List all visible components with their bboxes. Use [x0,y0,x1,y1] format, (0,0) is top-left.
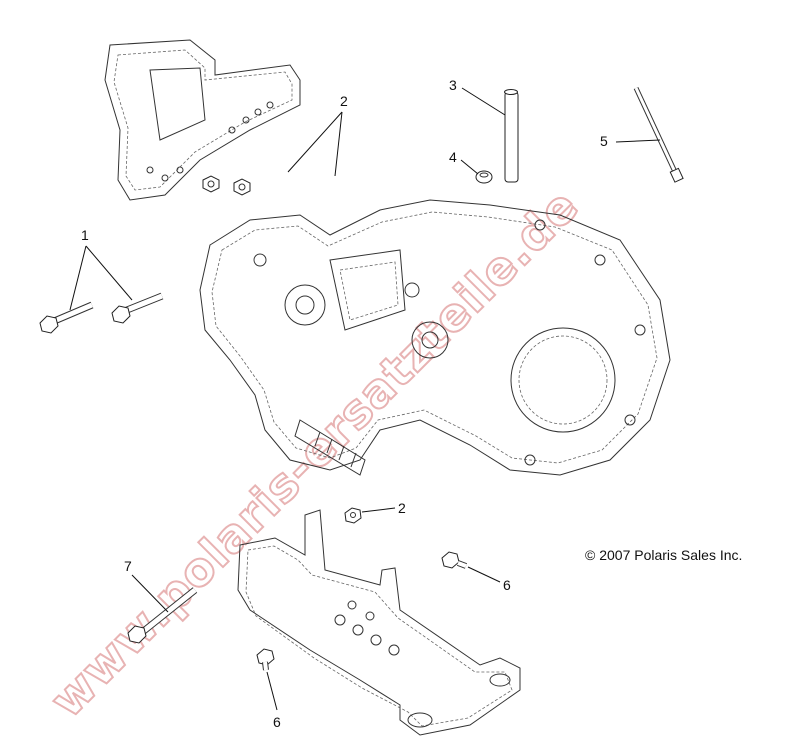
callout-7: 7 [124,558,132,574]
transmission-housing[interactable] [199,199,671,476]
callout-6-bottom: 6 [273,714,281,730]
shaft-3[interactable] [504,89,519,183]
callout-5: 5 [600,133,608,149]
callout-1: 1 [81,227,89,243]
callout-2-top: 2 [340,93,348,109]
nut-2b[interactable] [233,178,251,196]
bolt-6a[interactable] [441,551,468,569]
callout-3: 3 [449,77,457,93]
upper-mount-bracket[interactable] [104,39,301,201]
bolt-1b[interactable] [111,292,164,324]
lower-mount-bracket[interactable] [237,509,521,736]
callout-4: 4 [449,149,457,165]
nut-4[interactable] [475,170,493,184]
nut-2c[interactable] [344,507,362,524]
nut-2a[interactable] [202,175,220,193]
bolt-1a[interactable] [39,301,94,334]
callout-6-right: 6 [503,577,511,593]
copyright-notice: © 2007 Polaris Sales Inc. [585,547,742,563]
bolt-6b[interactable] [256,648,275,671]
callout-2-mid: 2 [398,500,406,516]
long-bolt-5[interactable] [633,86,684,183]
